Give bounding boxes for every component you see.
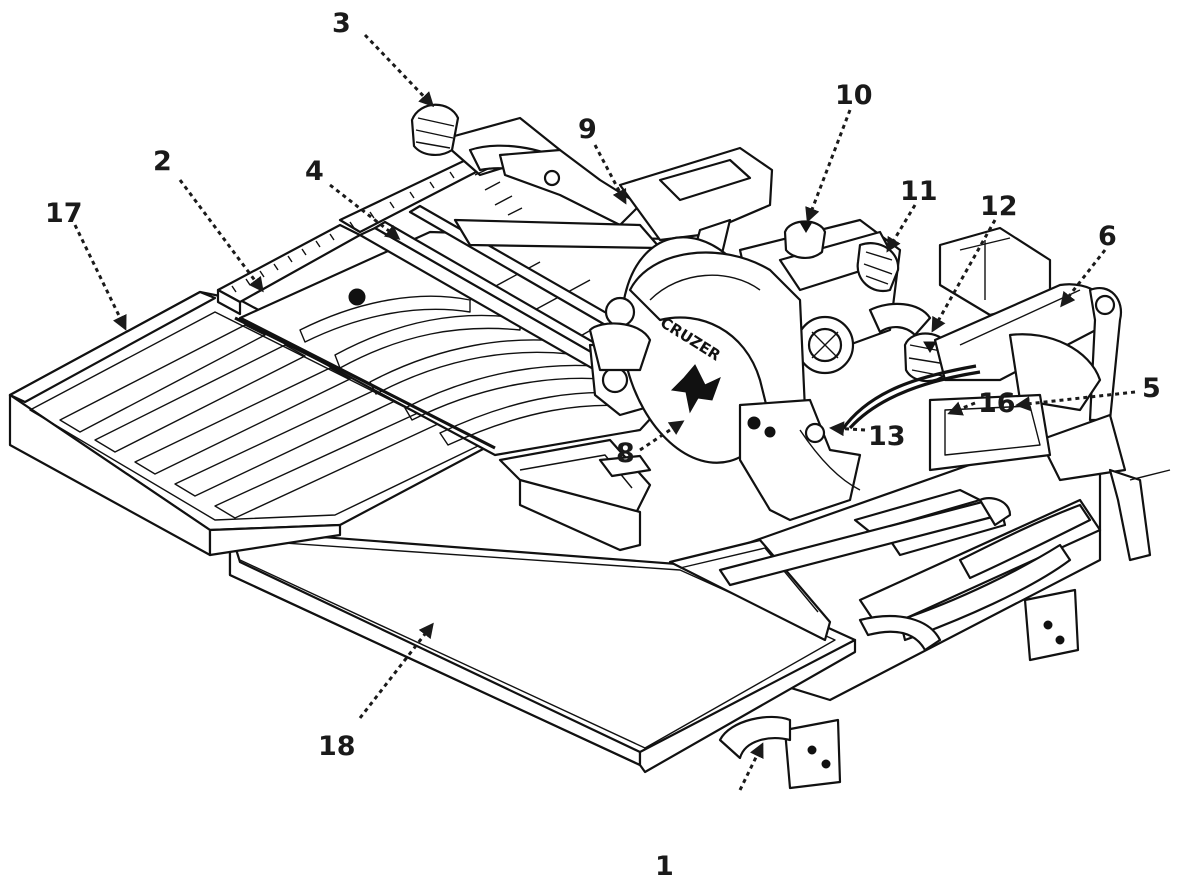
carry-handle [718, 715, 792, 760]
table-knob [348, 288, 366, 306]
callout-2: 2 [153, 146, 172, 177]
depth-knob [783, 220, 827, 259]
table-rails [498, 438, 1012, 587]
callout-16: 16 [978, 388, 1016, 419]
callout-3: 3 [332, 8, 351, 39]
blade-and-guard: CRUZER [588, 236, 862, 522]
miter-arm [453, 218, 662, 250]
callout-5: 5 [1142, 373, 1161, 404]
callout-9: 9 [578, 114, 597, 145]
saw-head [618, 146, 952, 383]
blade-logo [670, 364, 721, 414]
callout-12: 12 [980, 191, 1018, 222]
water-nozzle [1108, 468, 1152, 562]
callout-10: 10 [835, 80, 873, 111]
sliding-table [228, 528, 857, 774]
callout-6: 6 [1098, 221, 1117, 252]
callout-8: 8 [616, 438, 635, 469]
callout-17: 17 [45, 198, 83, 229]
motor-assembly [840, 226, 1171, 562]
miter-gauge [410, 103, 662, 250]
callout-18: 18 [318, 731, 356, 762]
miter-knob [410, 103, 460, 156]
callout-leaders [73, 33, 1136, 791]
callout-labels: 1 2 3 4 5 6 8 9 10 11 12 13 16 17 18 [45, 8, 1161, 878]
blade-guard [628, 251, 807, 422]
callout-13: 13 [868, 421, 906, 452]
left-extension-table [8, 290, 502, 557]
callout-1: 1 [655, 851, 674, 878]
callout-11: 11 [900, 176, 938, 207]
callout-4: 4 [305, 156, 324, 187]
bevel-knob [856, 242, 900, 293]
